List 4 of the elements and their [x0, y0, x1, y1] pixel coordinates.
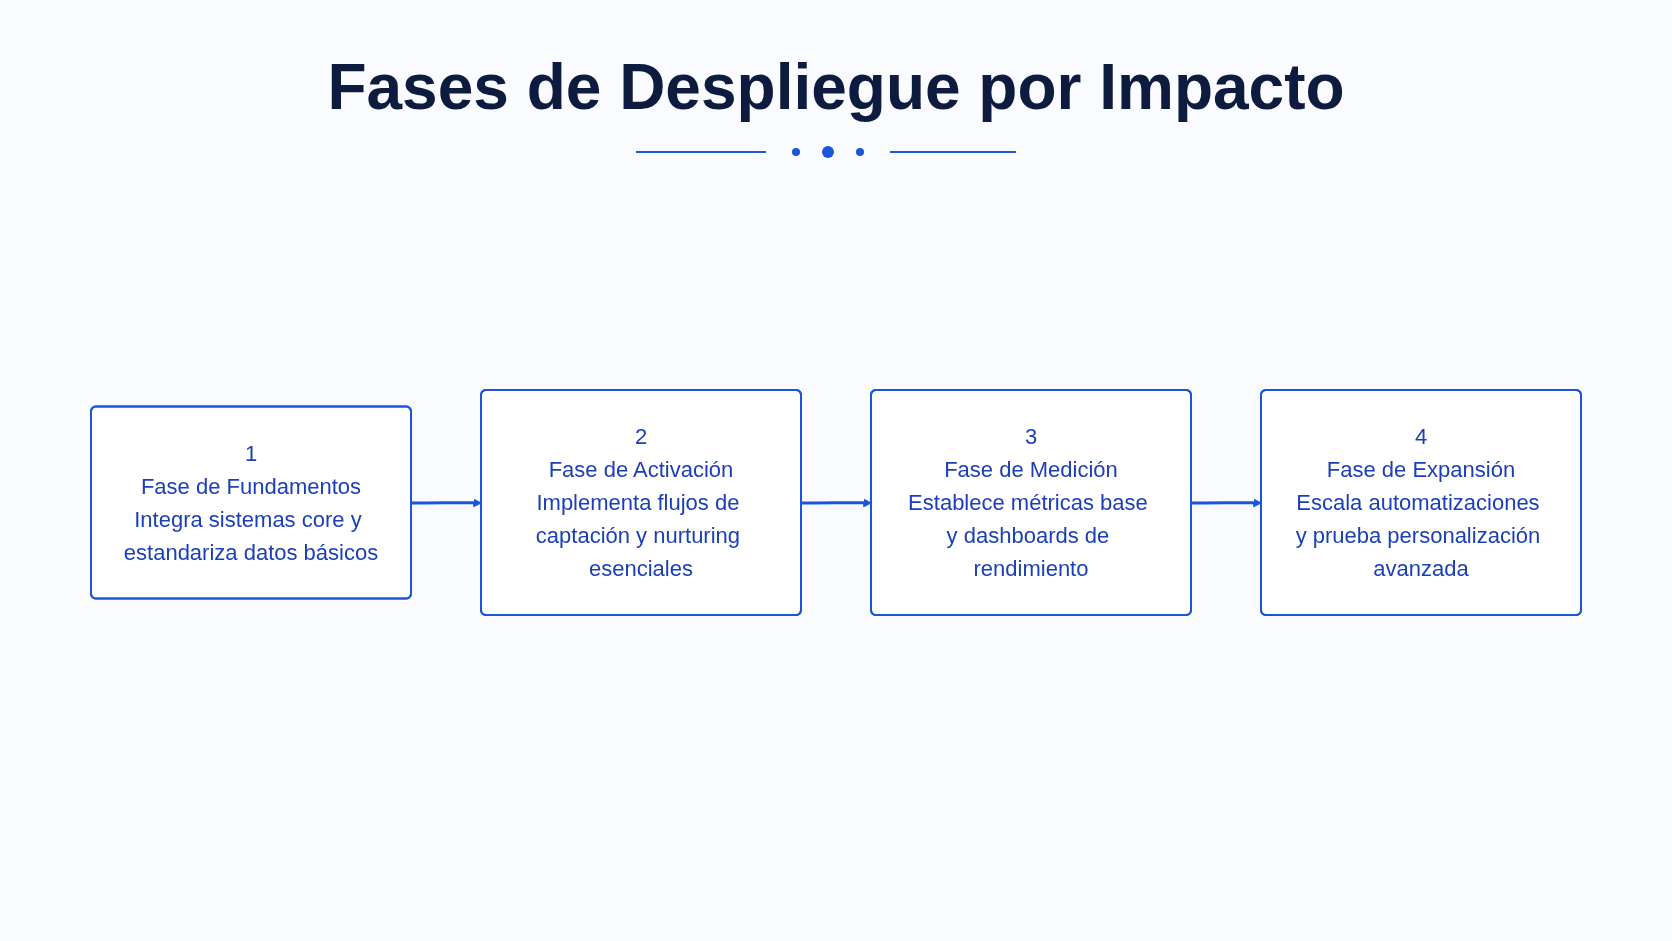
arrow — [801, 498, 872, 507]
arrow — [411, 498, 482, 507]
title: Fases de Despliegue por Impacto — [326, 50, 1346, 124]
arrow — [1191, 498, 1262, 507]
